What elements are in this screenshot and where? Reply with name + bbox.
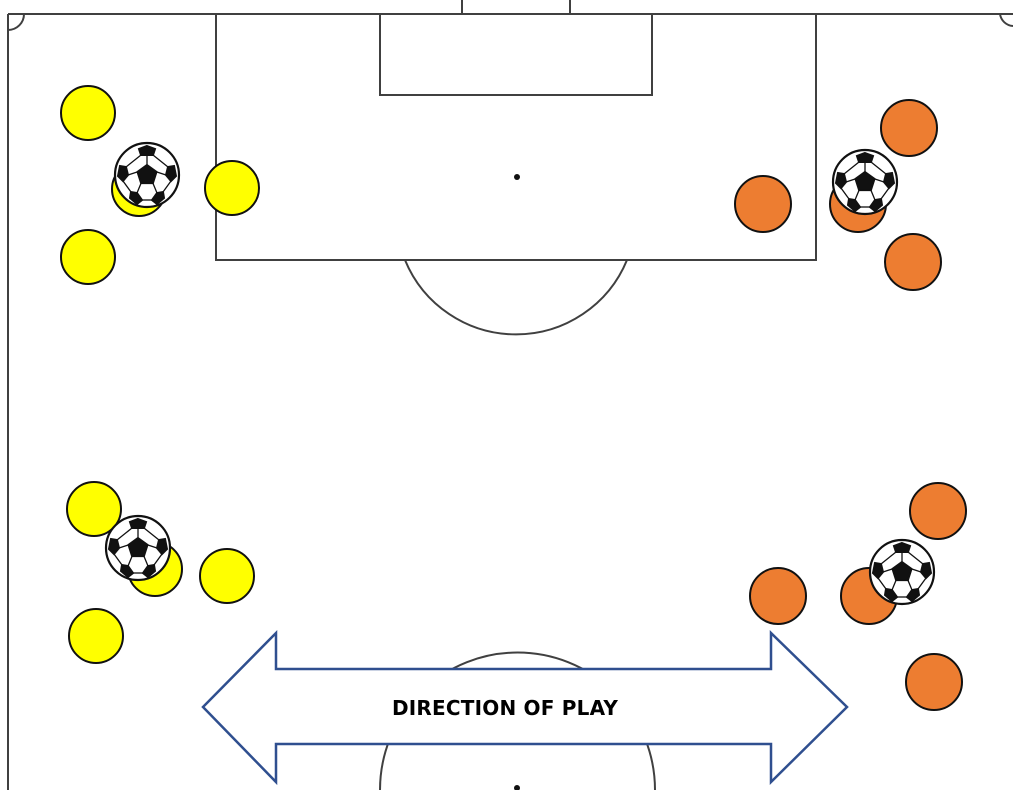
player-orange: [880, 99, 938, 157]
penalty-spot: [514, 174, 520, 180]
goal-area: [379, 13, 653, 96]
double-arrow-icon: [201, 629, 849, 786]
group-bottom-right: [749, 482, 967, 711]
soccer-ball-icon: [113, 141, 181, 209]
group-top-right: [734, 99, 942, 291]
penalty-area: [215, 13, 817, 261]
player-yellow: [66, 481, 122, 537]
player-yellow: [60, 85, 116, 141]
penalty-arc: [404, 259, 628, 336]
group-top-left: [60, 85, 260, 285]
player-orange: [734, 175, 792, 233]
player-orange: [884, 233, 942, 291]
soccer-ball-icon: [868, 538, 936, 606]
player-orange: [905, 653, 963, 711]
direction-of-play-label: DIRECTION OF PLAY: [391, 696, 619, 720]
player-yellow: [60, 229, 116, 285]
group-bottom-left: [66, 481, 255, 664]
corner-arc-left: [7, 13, 25, 31]
player-yellow: [199, 548, 255, 604]
player-yellow: [68, 608, 124, 664]
soccer-ball-icon: [104, 514, 172, 582]
player-orange: [909, 482, 967, 540]
centre-spot: [514, 785, 520, 790]
player-orange: [749, 567, 807, 625]
player-yellow: [204, 160, 260, 216]
corner-arc-right: [999, 13, 1013, 27]
soccer-ball-icon: [831, 148, 899, 216]
